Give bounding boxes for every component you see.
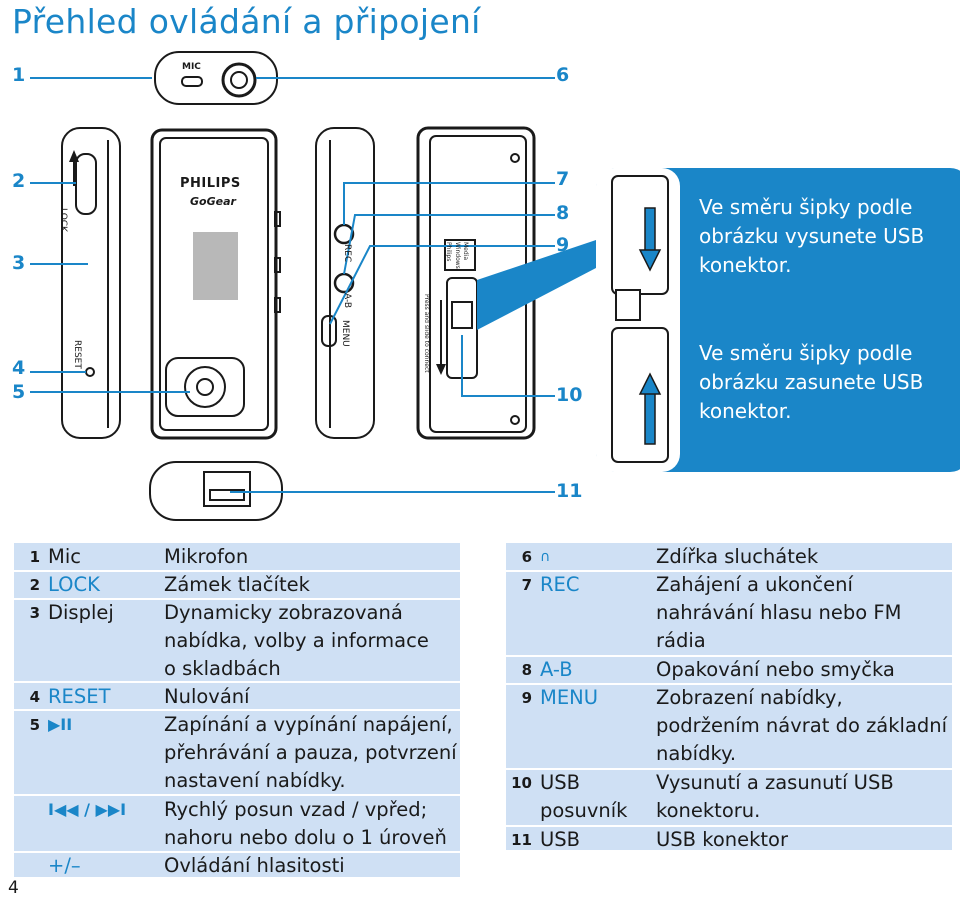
callout-3: 3: [12, 252, 26, 274]
table-cell: posuvník: [540, 799, 628, 822]
callout-11: 11: [556, 480, 583, 502]
table-cell: nabídka, volby a informace: [164, 629, 429, 652]
table-cell: nabídky.: [656, 742, 737, 765]
callout-7: 7: [556, 168, 570, 190]
menu-label: MENU: [340, 320, 350, 347]
table-cell: nahoru nebo dolu o 1 úroveň: [164, 826, 447, 849]
brand-label: PHILIPS: [180, 176, 241, 191]
table-cell: rádia: [656, 629, 706, 652]
table-cell: konektoru.: [656, 799, 761, 822]
usb-zoom-drawing: [596, 168, 680, 472]
table-cell: přehrávání a pauza, potvrzení: [164, 741, 457, 764]
play-pause-icon: ▶II: [48, 715, 73, 734]
table-cell: o skladbách: [164, 657, 281, 680]
callout-8: 8: [556, 202, 570, 224]
table-cell: podržením návrat do základní: [656, 714, 948, 737]
usb-slide-label: Press and slide to connect: [423, 294, 430, 373]
callout-6: 6: [556, 64, 570, 86]
callout-10: 10: [556, 384, 583, 406]
callout-4: 4: [12, 357, 26, 379]
controls-table-right: 6 ∩ Zdířka sluchátek 7 REC Zahájení a uk…: [506, 543, 952, 851]
model-label: GoGear: [190, 195, 236, 208]
ab-label: A-B: [342, 293, 352, 309]
device-diagram: [30, 51, 671, 521]
usb-retract-instruction: Ve směru šipky podle obrázku zasunete US…: [699, 341, 924, 423]
lock-label: LOCK: [58, 208, 68, 232]
controls-table-left: 1 Mic Mikrofon 2 LOCK Zámek tlačítek 3 D…: [14, 543, 460, 877]
page-title: Přehled ovládání a připojení: [12, 2, 481, 41]
headphone-icon: ∩: [540, 549, 551, 565]
callout-5: 5: [12, 381, 26, 403]
callout-9: 9: [556, 234, 570, 256]
reset-label: RESET: [72, 340, 82, 369]
skip-icon: I◀◀ / ▶▶I: [48, 800, 127, 819]
callout-1: 1: [12, 64, 26, 86]
table-cell: nahrávání hlasu nebo FM: [656, 601, 902, 624]
mic-label: MIC: [182, 62, 201, 72]
device-display: [193, 232, 238, 300]
page-number: 4: [8, 878, 19, 898]
rec-label: REC: [342, 244, 352, 263]
label-media: Media: [462, 242, 469, 261]
label-philips: Philips: [445, 242, 452, 262]
usb-eject-instruction: Ve směru šipky podle obrázku vysunete US…: [699, 195, 925, 277]
callout-2: 2: [12, 170, 26, 192]
table-cell: nastavení nabídky.: [164, 769, 346, 792]
label-windows: Windows: [454, 242, 461, 269]
device-right-view: [315, 127, 375, 439]
